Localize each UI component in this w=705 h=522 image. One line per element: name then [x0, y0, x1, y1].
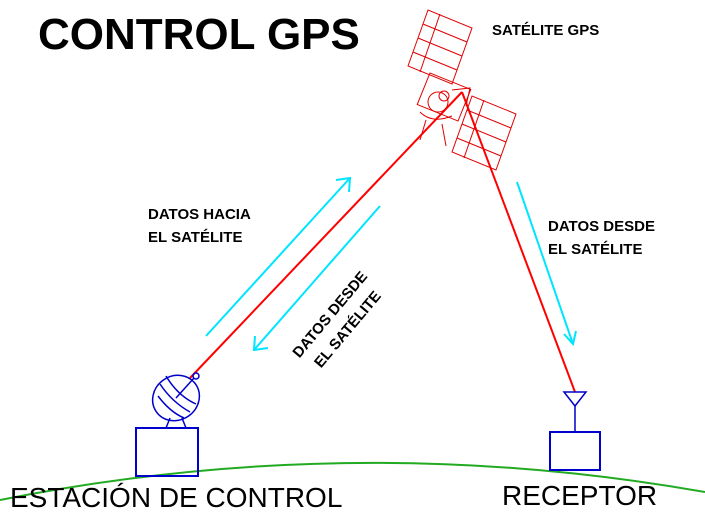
- uplink-arrow: [205, 176, 352, 337]
- uplink-signal-line: [189, 91, 463, 379]
- downlink-signal-line: [461, 91, 576, 393]
- earth-horizon: [0, 461, 705, 501]
- downlink-arrow-to-receiver: [516, 181, 577, 347]
- uplink-label: DATOS HACIA EL SATÉLITE: [148, 204, 251, 249]
- diagram-title: CONTROL GPS: [38, 10, 360, 59]
- control-station-label: ESTACIÓN DE CONTROL: [10, 482, 343, 513]
- uplink-label-line2: EL SATÉLITE: [148, 228, 243, 246]
- control-station-dish-icon: [151, 372, 201, 429]
- uplink-label-line1: DATOS HACIA: [148, 206, 251, 223]
- receiver-antenna-icon: [562, 391, 588, 432]
- receiver-label: RECEPTOR: [502, 480, 658, 511]
- satellite-label: SATÉLITE GPS: [492, 22, 600, 39]
- receiver-box: [549, 431, 601, 471]
- satellite-icon: [407, 9, 517, 171]
- downlink-receiver-label-line2: EL SATÉLITE: [548, 240, 643, 258]
- downlink-arrow-to-station: [252, 205, 381, 352]
- control-station-building: [135, 427, 199, 477]
- downlink-receiver-label-line1: DATOS DESDE: [548, 218, 655, 235]
- downlink-receiver-label: DATOS DESDE EL SATÉLITE: [548, 216, 655, 261]
